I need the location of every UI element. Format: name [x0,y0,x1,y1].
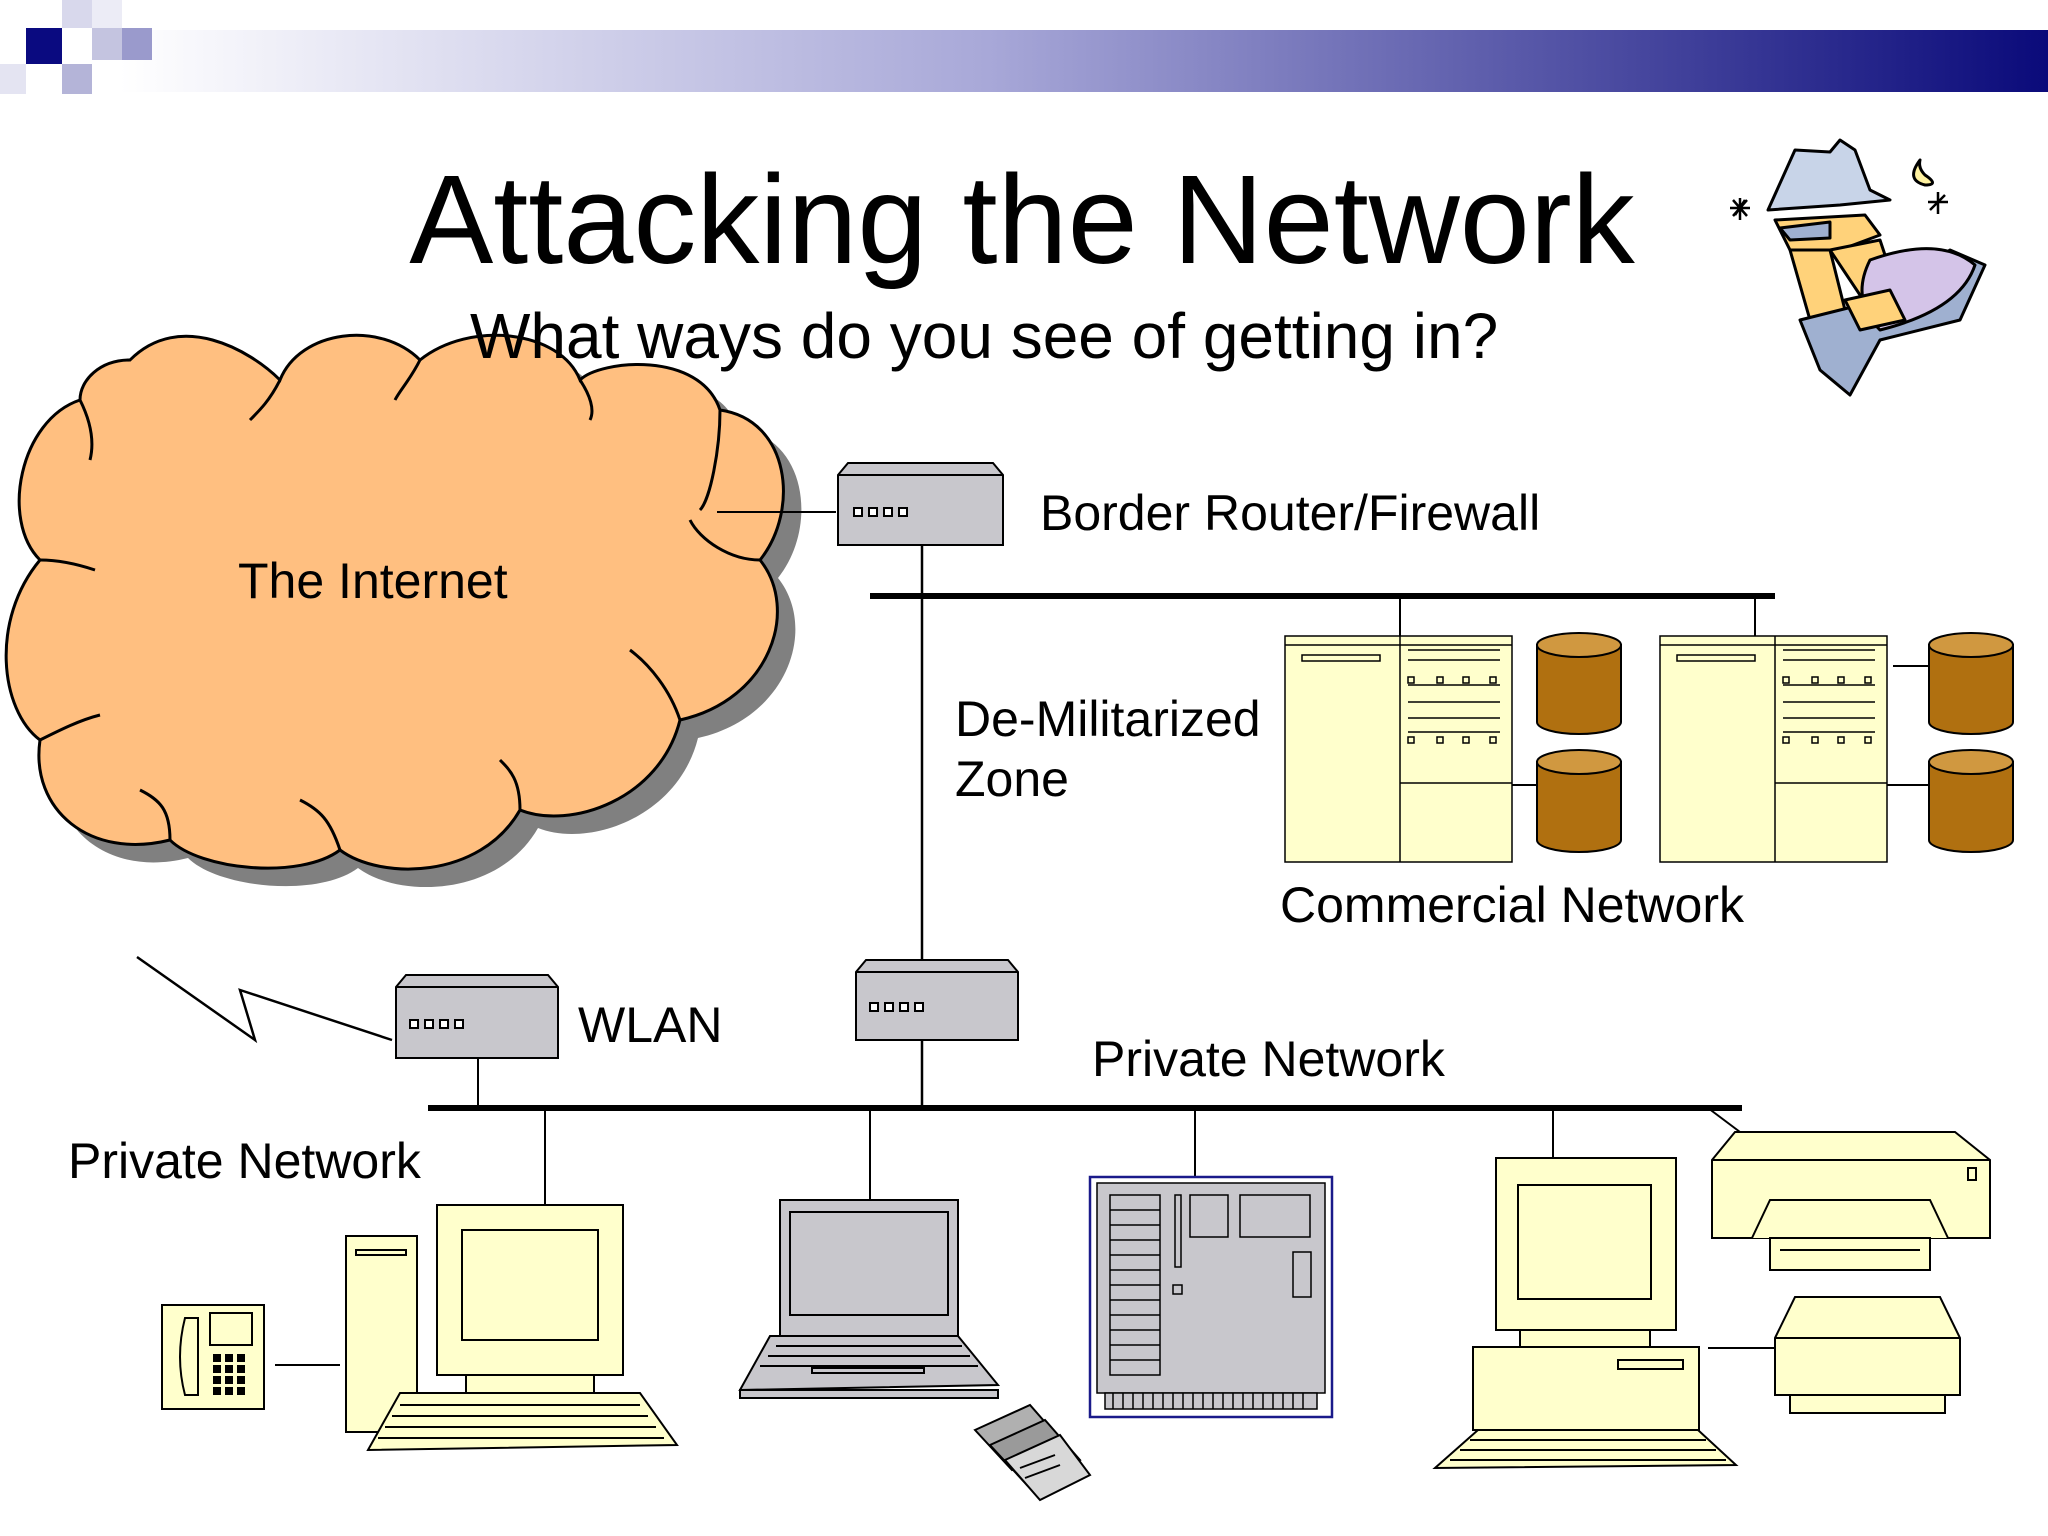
router-icon [855,959,1019,1041]
circuit-board-icon [1088,1175,1334,1419]
external-drive-icon [1774,1296,1961,1414]
desktop-computer-icon [1432,1157,1739,1470]
laptop-icon [738,1199,1001,1399]
private-network-label-right: Private Network [1092,1031,1445,1087]
dmz-label-line2: Zone [955,751,1069,807]
phone-icon [161,1304,265,1410]
database-icon [1928,749,2014,853]
database-icon [1536,749,1622,853]
cloud-icon [4,333,802,888]
slide-subtitle: What ways do you see of getting in? [470,300,1499,372]
wireless-signal-icon [136,955,393,1044]
printer-icon [1711,1131,1991,1271]
database-icon [1928,632,2014,735]
commercial-network-label: Commercial Network [1280,877,1744,933]
floppy-disks-icon [973,1403,1092,1502]
private-network-label-left: Private Network [68,1133,421,1189]
database-icon [1536,632,1622,735]
network-links [275,511,1928,1366]
dmz-label-line1: De-Militarized [955,691,1261,747]
server-rack-icon [1659,635,1888,863]
spy-clipart-icon [1730,138,1987,397]
router-icon [837,462,1004,546]
desktop-computer-icon [345,1204,679,1452]
server-rack-icon [1284,635,1513,863]
internet-label: The Internet [238,553,508,609]
router-icon [395,974,559,1059]
header-square-dark [26,28,62,64]
wlan-label: WLAN [578,997,723,1053]
slide-title: Attacking the Network [409,149,1635,290]
border-router-label: Border Router/Firewall [1040,485,1541,541]
header-bar [0,0,2048,94]
